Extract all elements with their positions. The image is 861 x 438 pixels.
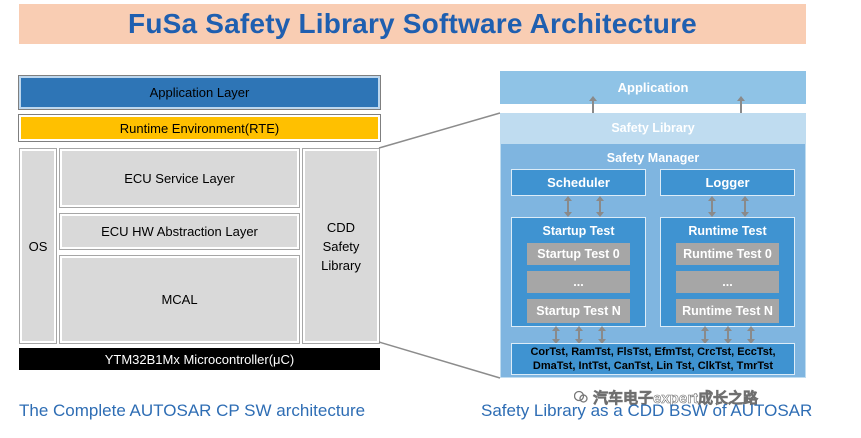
arrow-startup-list-3 [598, 326, 606, 344]
os-label: OS [28, 238, 48, 254]
ecu-service-label: ECU Service Layer [124, 170, 235, 186]
arrow-runtime-list-2 [724, 326, 732, 344]
connector-top [378, 112, 501, 149]
logger-block: Logger [660, 169, 795, 196]
safety-manager-header: Safety Manager [501, 148, 805, 168]
arrow-logger-runtime-1 [708, 196, 716, 217]
arrow-sched-startup-2 [596, 196, 604, 217]
cdd-safety-library-block: CDD Safety Library [302, 148, 380, 344]
startup-test-ellipsis-label: ... [573, 275, 584, 289]
startup-test-header: Startup Test [511, 222, 646, 240]
mcal-layer: MCAL [59, 255, 300, 344]
application-layer-label: Application Layer [149, 85, 250, 100]
watermark-logo-icon [573, 390, 588, 404]
right-caption-text: Safety Library as a CDD BSW of AUTOSAR [481, 401, 813, 420]
microcontroller-label: YTM32B1Mx Microcontroller(μC) [104, 351, 295, 367]
ecu-hw-abstraction-layer: ECU HW Abstraction Layer [59, 213, 300, 250]
runtime-test-0: Runtime Test 0 [676, 243, 779, 265]
page-title: FuSa Safety Library Software Architectur… [128, 8, 697, 39]
arrow-runtime-list-1 [701, 326, 709, 344]
runtime-test-ellipsis: ... [676, 271, 779, 293]
left-caption: The Complete AUTOSAR CP SW architecture [19, 401, 419, 421]
ecu-service-layer: ECU Service Layer [59, 148, 300, 208]
startup-test-ellipsis: ... [527, 271, 630, 293]
cdd-safety-label: Safety [322, 238, 360, 254]
startup-test-n-label: Startup Test N [536, 304, 621, 318]
application-block: Application [500, 71, 806, 104]
test-modules-line-1: CorTst, RamTst, FlsTst, EfmTst, CrcTst, … [530, 346, 776, 358]
safety-manager-label: Safety Manager [606, 151, 700, 165]
microcontroller-layer: YTM32B1Mx Microcontroller(μC) [19, 348, 380, 370]
scheduler-label: Scheduler [547, 175, 610, 190]
runtime-test-n: Runtime Test N [676, 299, 779, 323]
runtime-test-ellipsis-label: ... [722, 275, 733, 289]
arrow-logger-runtime-2 [741, 196, 749, 217]
safety-library-header: Safety Library [500, 118, 806, 138]
arrow-runtime-list-3 [747, 326, 755, 344]
watermark: 汽车电子expert成长之路 [573, 386, 844, 408]
title-banner: FuSa Safety Library Software Architectur… [19, 4, 806, 44]
rte-layer: Runtime Environment(RTE) [18, 114, 381, 142]
right-caption: Safety Library as a CDD BSW of AUTOSAR [481, 401, 856, 421]
rte-label: Runtime Environment(RTE) [119, 120, 280, 136]
startup-test-0: Startup Test 0 [527, 243, 630, 265]
logger-label: Logger [705, 175, 750, 190]
startup-test-0-label: Startup Test 0 [537, 247, 620, 261]
startup-test-n: Startup Test N [527, 299, 630, 323]
cdd-library-label: Library [321, 257, 361, 273]
arrow-startup-list-2 [575, 326, 583, 344]
cdd-label: CDD [326, 219, 356, 235]
mcal-label: MCAL [161, 292, 198, 307]
scheduler-block: Scheduler [511, 169, 646, 196]
runtime-test-n-label: Runtime Test N [682, 304, 773, 318]
test-modules-block: CorTst, RamTst, FlsTst, EfmTst, CrcTst, … [511, 343, 795, 375]
runtime-test-title: Runtime Test [688, 224, 767, 238]
runtime-test-header: Runtime Test [660, 222, 795, 240]
ecu-hw-label: ECU HW Abstraction Layer [101, 224, 258, 239]
arrow-sched-startup-1 [564, 196, 572, 217]
left-caption-text: The Complete AUTOSAR CP SW architecture [19, 401, 366, 420]
os-block: OS [19, 148, 57, 344]
application-label: Application [617, 80, 689, 95]
arrow-startup-list-1 [552, 326, 560, 344]
startup-test-title: Startup Test [542, 224, 615, 238]
safety-library-label: Safety Library [611, 121, 695, 135]
test-modules-line-2: DmaTst, IntTst, CanTst, Lin Tst, ClkTst,… [532, 360, 774, 372]
application-layer: Application Layer [18, 75, 381, 110]
connector-bottom [378, 341, 501, 379]
runtime-test-0-label: Runtime Test 0 [683, 247, 772, 261]
watermark-text: 汽车电子expert成长之路 [593, 389, 759, 407]
